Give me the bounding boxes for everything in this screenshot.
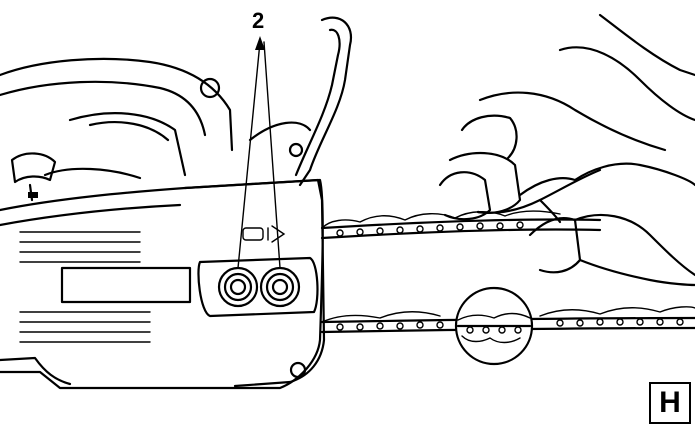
figure-panel-label: H bbox=[649, 382, 691, 424]
chain-slack-detail-circle bbox=[454, 286, 534, 366]
front-hand-guard bbox=[248, 16, 353, 187]
bar-nut-left bbox=[217, 266, 259, 308]
callout-number-2: 2 bbox=[252, 8, 265, 33]
rear-handle bbox=[0, 57, 234, 180]
callout-leader-lines bbox=[237, 36, 281, 269]
chain-sprocket-cover bbox=[183, 178, 326, 388]
bar-nut-right bbox=[259, 266, 301, 308]
gloved-hand-upper bbox=[438, 13, 695, 221]
starter-grip bbox=[10, 152, 57, 202]
gloved-hand-lower bbox=[518, 162, 695, 287]
